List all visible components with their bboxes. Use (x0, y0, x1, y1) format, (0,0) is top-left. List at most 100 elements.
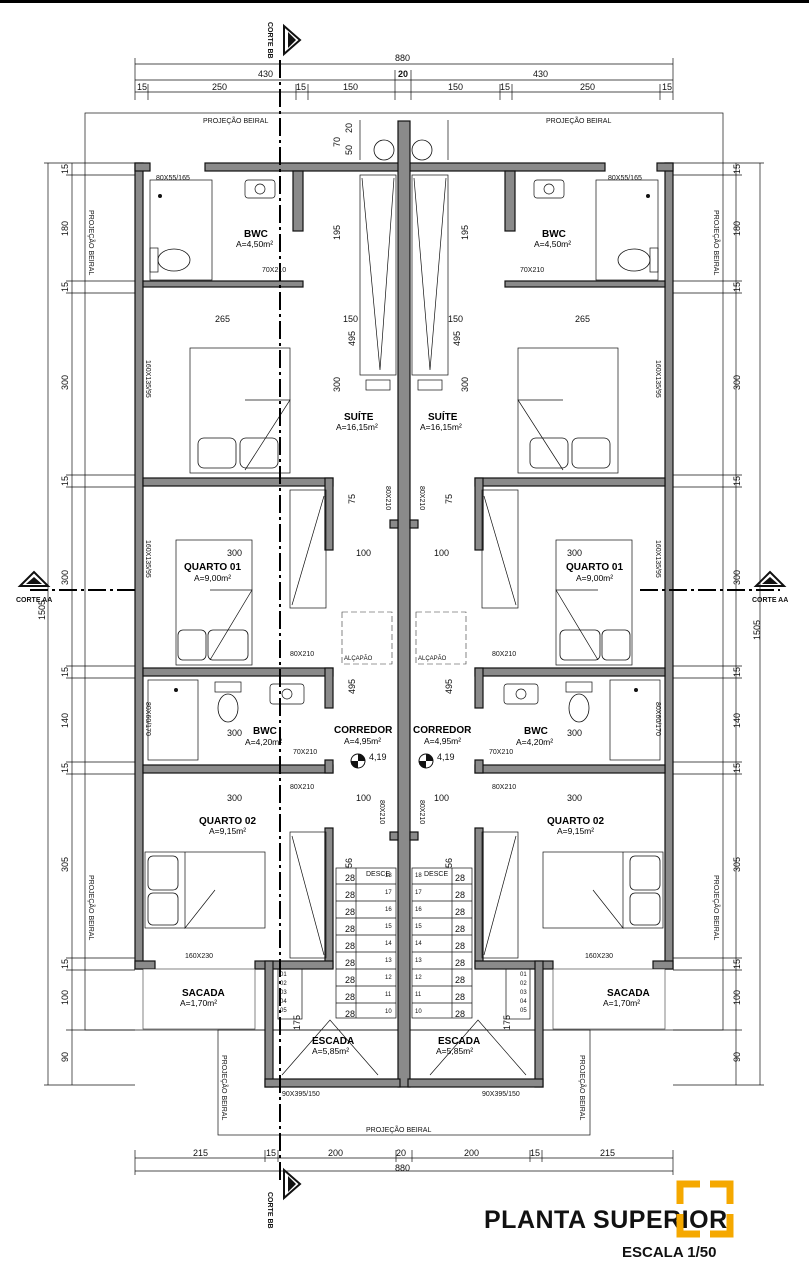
stair-step-number: 03 (280, 990, 287, 996)
dim-300-q1-right: 300 (567, 548, 582, 558)
dim-v15-b-right: 15 (732, 282, 742, 292)
stair-step-number: 16 (385, 907, 392, 913)
stair-step-number: 17 (385, 890, 392, 896)
bwc-top-right-fixtures (533, 179, 659, 281)
dim-total-width-top: 880 (395, 53, 410, 63)
tread-dim: 28 (345, 890, 355, 900)
dim-265-left: 265 (215, 314, 230, 324)
section-arrow-aa-left-icon (17, 570, 51, 587)
dim-v15-f-left: 15 (60, 959, 70, 969)
opening-stair-window-right: 90X395/150 (482, 1091, 520, 1098)
dim-v300-a-left: 300 (60, 375, 70, 390)
alcapao-left-label: ALÇAPÃO (344, 655, 373, 662)
dim-250-right: 250 (580, 82, 595, 92)
stair-step-number: 13 (385, 958, 392, 964)
dim-vertical-total-right: 1505 (752, 620, 762, 640)
stair-step-number: 15 (415, 924, 422, 930)
stair-step-number: 11 (415, 992, 422, 998)
dim-175-right: 175 (502, 1015, 512, 1030)
opening-w-bwc-mid-left: 80X60/170 (144, 702, 151, 736)
dim-175-left: 175 (292, 1015, 302, 1030)
opening-sacada-left: 160X230 (185, 953, 213, 960)
projecao-beiral-bottom: PROJEÇÃO BEIRAL (366, 1125, 431, 1134)
quarto02-bed-right (542, 851, 664, 930)
section-arrow-bb-bottom-icon (283, 1167, 302, 1201)
opening-d-bwc-mid-right: 70X210 (489, 749, 513, 756)
stair-step-number: 05 (280, 1008, 287, 1014)
area-suite-left: A=16,15m² (336, 422, 378, 432)
tread-dim: 28 (345, 958, 355, 968)
opening-d-suite-right: 80X210 (418, 486, 425, 510)
dim-15-c: 15 (500, 82, 510, 92)
dim-vertical-total-left: 1505 (37, 600, 47, 620)
projecao-beiral-top-right: PROJEÇÃO BEIRAL (546, 116, 611, 125)
tread-dim: 28 (345, 992, 355, 1002)
tread-dim: 28 (345, 1009, 355, 1019)
quarto02-bed-left (144, 851, 266, 930)
projecao-beiral-stair-left: PROJEÇÃO BEIRAL (220, 1055, 229, 1120)
dim-150-suite-left: 150 (343, 314, 358, 324)
dim-15-a: 15 (137, 82, 147, 92)
room-quarto02-right: QUARTO 02 (547, 816, 604, 827)
tread-dim: 28 (455, 975, 465, 985)
balcony-hatch (142, 968, 666, 1030)
stair-step-number: 12 (415, 975, 422, 981)
tread-dim: 28 (345, 941, 355, 951)
drawing-title: PLANTA SUPERIOR (484, 1206, 728, 1234)
brand-logo-icon (676, 1180, 734, 1238)
room-bwc-top-right: BWC (542, 229, 566, 240)
opening-d-bwc-mid-left: 70X210 (293, 749, 317, 756)
stair-step-number: 13 (415, 958, 422, 964)
stair-step-number: 18 (415, 873, 422, 879)
dim-v15-a-left: 15 (60, 164, 70, 174)
tread-dim: 28 (345, 975, 355, 985)
dim-200-right: 200 (464, 1148, 479, 1158)
area-corredor-left: A=4,95m² (344, 736, 381, 746)
tread-dim: 28 (455, 873, 465, 883)
alcapao-box-left (341, 611, 393, 665)
level-value-left: 4,19 (369, 752, 387, 762)
room-bwc-mid-right: BWC (524, 726, 548, 737)
opening-d-quarto01-left: 80X210 (290, 651, 314, 658)
dim-15-d: 15 (662, 82, 672, 92)
corte-aa-left-label: CORTE AA (16, 597, 52, 604)
stair-step-number: 02 (520, 981, 527, 987)
stair-step-number: 11 (385, 992, 392, 998)
dim-v100-left: 100 (60, 990, 70, 1005)
projecao-beiral-left-bottom: PROJEÇÃO BEIRAL (87, 875, 96, 940)
left-dimension-chain (44, 162, 135, 1086)
room-sacada-left: SACADA (182, 988, 225, 999)
dim-300-q2-right: 300 (567, 793, 582, 803)
bwc-mid-left-fixtures (147, 679, 305, 761)
suite-wardrobe-left (359, 174, 397, 391)
opening-sacada-right: 160X230 (585, 953, 613, 960)
stair-step-number: 12 (385, 975, 392, 981)
dim-265-right: 265 (575, 314, 590, 324)
opening-d-q2-left: 80X210 (290, 784, 314, 791)
dim-half-left: 430 (258, 69, 273, 79)
opening-d-bwc-top-right: 70X210 (520, 267, 544, 274)
opening-d-suite-left: 80X210 (384, 486, 391, 510)
quarto01-bed-left (175, 539, 253, 666)
dim-total-width-bottom: 880 (395, 1163, 410, 1173)
dim-20-a: 20 (344, 123, 354, 133)
dim-15-e: 15 (266, 1148, 276, 1158)
room-sacada-right: SACADA (607, 988, 650, 999)
tread-dim: 28 (455, 890, 465, 900)
opening-stair-window-left: 90X395/150 (282, 1091, 320, 1098)
tread-dim: 28 (455, 1009, 465, 1019)
dim-495-mid-right: 495 (444, 679, 454, 694)
room-suite-left: SUÍTE (344, 410, 374, 423)
dim-56-left: 56 (344, 858, 354, 868)
wardrobes (289, 489, 519, 959)
area-suite-right: A=16,15m² (420, 422, 462, 432)
area-quarto01-right: A=9,00m² (576, 573, 613, 583)
room-corredor-right: CORREDOR (413, 725, 472, 736)
stair-step-number: 14 (415, 941, 422, 947)
corte-bb-bottom-label: CORTE BB (266, 1192, 273, 1229)
dim-15-f: 15 (530, 1148, 540, 1158)
opening-d-q2-right: 80X210 (492, 784, 516, 791)
dim-v140-right: 140 (732, 713, 742, 728)
bwc-top-left-fixtures (149, 179, 276, 281)
dim-v140-left: 140 (60, 713, 70, 728)
